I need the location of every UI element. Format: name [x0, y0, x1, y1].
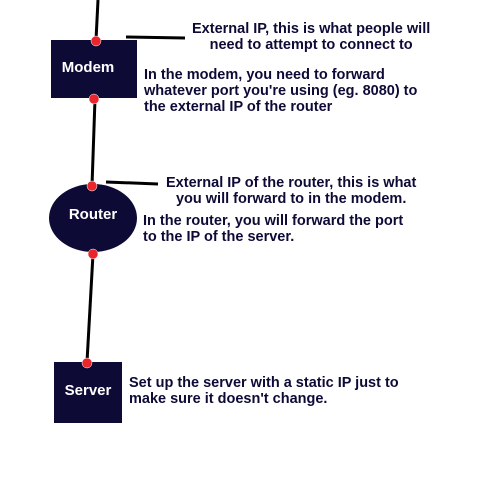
- server-top-port-dot: [81, 357, 93, 369]
- note-line: need to attempt to connect to: [209, 37, 413, 53]
- modem-label: Modem: [62, 59, 115, 76]
- router-bottom-port-dot: [87, 248, 99, 260]
- server-label: Server: [65, 382, 112, 399]
- note-line: make sure it doesn't change.: [129, 391, 328, 407]
- modem-to-router-line: [90, 98, 97, 187]
- router-node: [49, 184, 137, 252]
- modem-top-port-dot: [90, 35, 102, 47]
- router-forwarding-note: In the router, you will forward the port…: [143, 213, 403, 245]
- incoming-line: [94, 0, 100, 41]
- router-external-ip-note: External IP of the router, this is what …: [166, 175, 416, 207]
- note-line: External IP of the router, this is what: [166, 175, 417, 191]
- note-line: the external IP of the router: [144, 99, 333, 115]
- note-line: In the router, you will forward the port: [143, 213, 404, 229]
- router-external-ip-leader: [105, 180, 159, 186]
- server-static-ip-note: Set up the server with a static IP just …: [129, 375, 399, 407]
- note-line: to the IP of the server.: [143, 229, 295, 245]
- modem-external-ip-leader: [125, 35, 186, 40]
- server-node: [54, 362, 122, 423]
- modem-node: [51, 40, 137, 98]
- router-label: Router: [69, 206, 117, 223]
- note-line: Set up the server with a static IP just …: [129, 375, 399, 391]
- router-to-server-line: [85, 253, 95, 363]
- modem-bottom-port-dot: [88, 93, 100, 105]
- router-top-port-dot: [86, 180, 98, 192]
- note-line: you will forward to in the modem.: [175, 191, 407, 207]
- note-line: whatever port you're using (eg. 8080) to: [144, 83, 418, 99]
- modem-external-ip-note: External IP, this is what people will ne…: [192, 21, 430, 53]
- modem-forwarding-note: In the modem, you need to forward whatev…: [144, 67, 417, 115]
- note-line: External IP, this is what people will: [192, 21, 431, 37]
- note-line: In the modem, you need to forward: [144, 67, 385, 83]
